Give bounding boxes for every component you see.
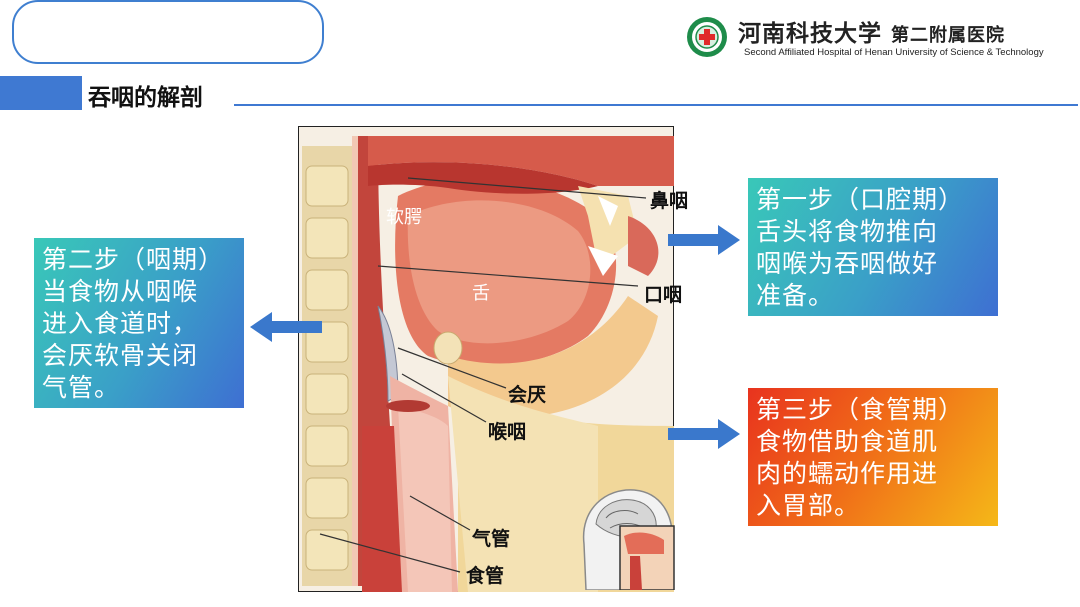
step2-line: 进入食道时， <box>42 309 199 338</box>
arrow-left-icon <box>250 312 322 342</box>
title-underline <box>234 104 1078 106</box>
label-esophagus: 食管 <box>466 565 505 587</box>
step2-line: 会厌软骨关闭 <box>42 341 199 370</box>
step3-line: 第三步（食管期） <box>756 395 965 424</box>
step2-line: 第二步（咽期） <box>42 245 225 274</box>
step1-line: 第一步（口腔期） <box>756 185 965 214</box>
step2-pharyngeal-box: 第二步（咽期） 当食物从咽喉 进入食道时， 会厌软骨关闭 气管。 <box>34 238 244 408</box>
step3-line: 肉的蠕动作用进 <box>756 459 939 488</box>
header-pill-shape <box>12 0 324 64</box>
title-accent-bar <box>0 76 82 110</box>
step3-line: 食物借助食道肌 <box>756 427 939 456</box>
step2-line: 气管。 <box>42 373 121 402</box>
arrow-right-icon <box>668 419 740 449</box>
arrow-right-icon <box>668 225 740 255</box>
label-tongue: 舌 <box>472 283 490 304</box>
label-nasopharynx: 鼻咽 <box>650 190 689 212</box>
step1-line: 舌头将食物推向 <box>756 217 939 246</box>
swallowing-anatomy-illustration <box>298 126 674 592</box>
label-soft-palate: 软腭 <box>386 207 422 228</box>
label-oropharynx: 口咽 <box>644 284 683 306</box>
slide-title: 吞咽的解剖 <box>88 85 203 111</box>
step3-line: 入胃部。 <box>756 491 861 520</box>
step3-esophageal-box: 第三步（食管期） 食物借助食道肌 肉的蠕动作用进 入胃部。 <box>748 388 998 526</box>
head-sagittal-inset <box>582 489 675 590</box>
label-laryngopharynx: 喉咽 <box>488 421 527 443</box>
hospital-seal-icon <box>687 17 727 57</box>
hospital-logo: 河南科技大学 第二附属医院 Second Affiliated Hospital… <box>686 14 1076 64</box>
step2-line: 当食物从咽喉 <box>42 277 199 306</box>
hospital-name-sub: 第二附属医院 <box>891 25 1006 46</box>
hospital-name: 河南科技大学 第二附属医院 <box>738 14 1005 48</box>
label-epiglottis: 会厌 <box>508 384 547 406</box>
hospital-name-en: Second Affiliated Hospital of Henan Univ… <box>744 47 1044 58</box>
step1-line: 咽喉为吞咽做好 <box>756 249 939 278</box>
hospital-name-main: 河南科技大学 <box>738 20 882 47</box>
step1-oral-box: 第一步（口腔期） 舌头将食物推向 咽喉为吞咽做好 准备。 <box>748 178 998 316</box>
label-trachea: 气管 <box>472 528 511 550</box>
step1-line: 准备。 <box>756 281 835 310</box>
